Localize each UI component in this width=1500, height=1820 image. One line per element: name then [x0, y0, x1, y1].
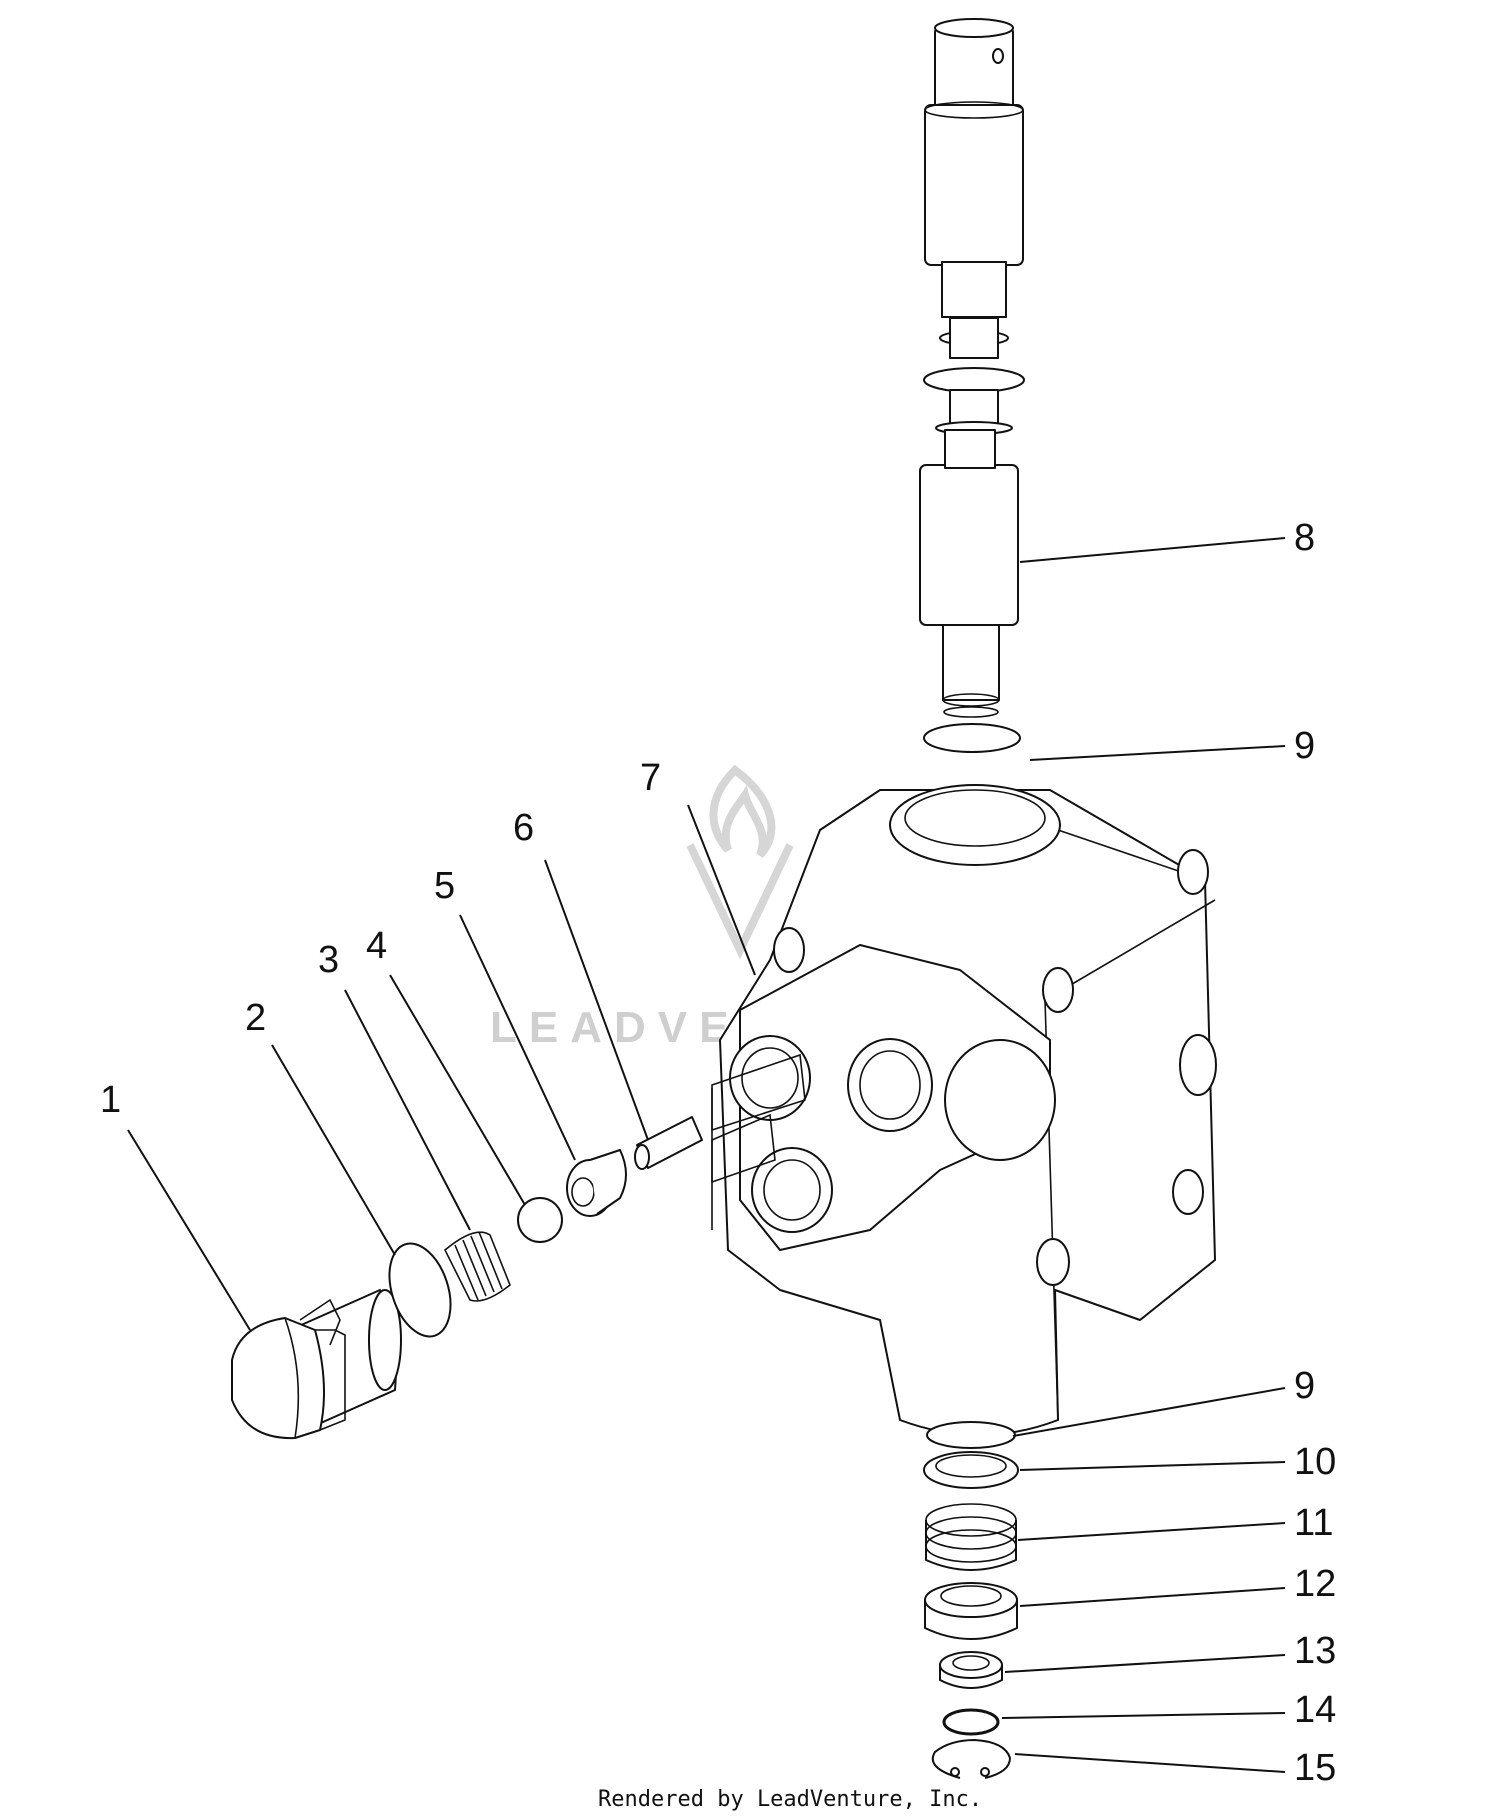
callout-4: 4 — [366, 925, 387, 967]
callout-7: 7 — [640, 757, 661, 799]
callout-11: 11 — [1294, 1502, 1333, 1544]
part-12-spring-seat — [924, 1582, 1018, 1640]
part-2-o-ring — [388, 1242, 452, 1338]
part-8-spool — [919, 18, 1025, 718]
part-3-spring — [444, 1231, 511, 1302]
part-7-valve-body — [711, 784, 1217, 1436]
callout-10: 10 — [1294, 1441, 1336, 1483]
part-15-retaining-ring — [931, 1739, 1011, 1779]
part-5-poppet — [566, 1149, 627, 1217]
callout-15: 15 — [1294, 1747, 1336, 1789]
watermark-logo — [686, 764, 794, 960]
part-9-o-ring-lower — [926, 1421, 1016, 1449]
part-11-spring — [925, 1503, 1017, 1571]
part-13-washer — [939, 1651, 1003, 1689]
callout-5: 5 — [434, 865, 455, 907]
footer-credit: Rendered by LeadVenture, Inc. — [598, 1787, 982, 1812]
callout-3: 3 — [318, 939, 339, 981]
part-9-o-ring-upper — [923, 723, 1021, 753]
callout-9-upper: 9 — [1294, 725, 1315, 767]
part-4-ball — [517, 1197, 563, 1243]
leader-lines — [127, 537, 1286, 1773]
callout-2: 2 — [245, 997, 266, 1039]
callout-8: 8 — [1294, 517, 1315, 559]
part-1-plug — [231, 1289, 402, 1440]
callout-12: 12 — [1294, 1563, 1336, 1605]
part-14-ring — [942, 1708, 1000, 1736]
callout-6: 6 — [513, 807, 534, 849]
callout-labels: 1 2 3 4 5 6 7 8 9 9 10 11 12 13 14 15 — [100, 517, 1336, 1789]
part-6-pin — [634, 1116, 703, 1170]
callout-14: 14 — [1294, 1689, 1336, 1731]
callout-13: 13 — [1294, 1630, 1336, 1672]
part-10-washer — [923, 1451, 1019, 1489]
callout-9-lower: 9 — [1294, 1365, 1315, 1407]
callout-1: 1 — [100, 1079, 121, 1121]
